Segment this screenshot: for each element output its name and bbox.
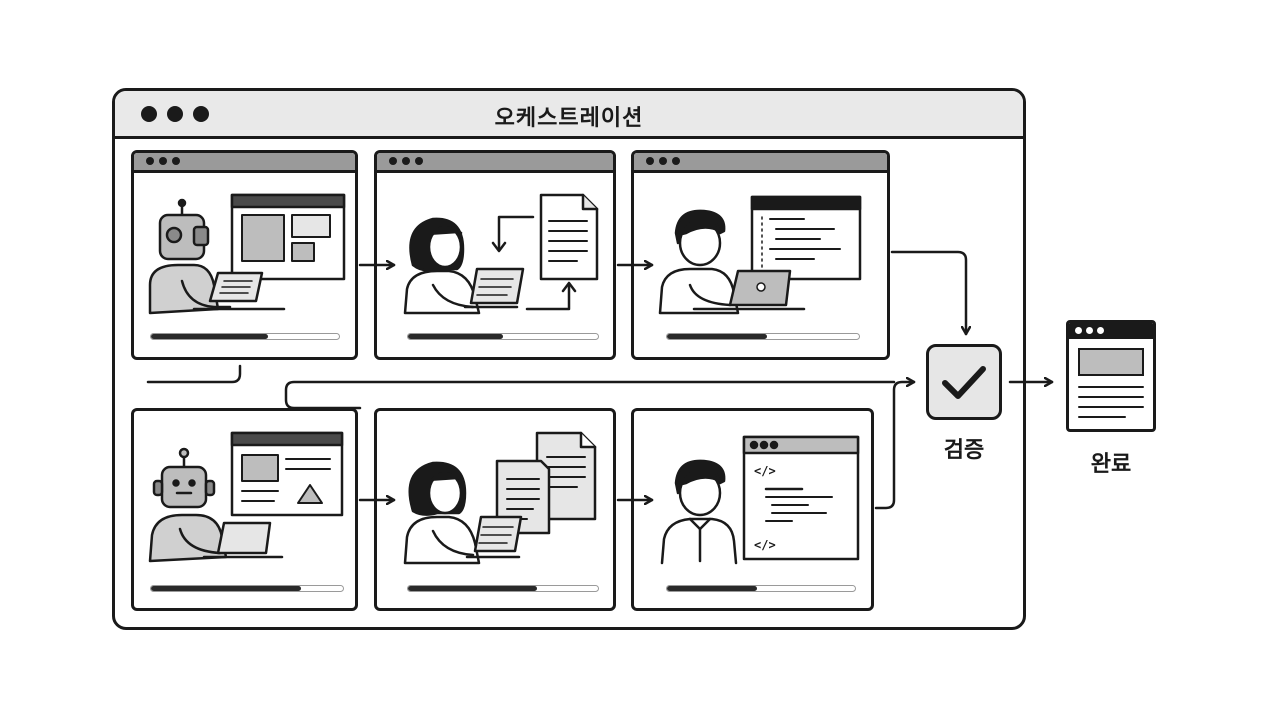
- reviewer-panel: [374, 150, 616, 360]
- task-progress-bar: [666, 585, 856, 592]
- document-titlebar: [1069, 323, 1153, 339]
- progress-fill: [667, 334, 767, 339]
- complete-document[interactable]: [1066, 320, 1156, 432]
- progress-fill: [408, 334, 503, 339]
- code-close-tag: </>: [754, 538, 776, 552]
- window-controls[interactable]: [141, 106, 209, 122]
- window-dot-icon[interactable]: [167, 106, 183, 122]
- panel-titlebar: [634, 153, 887, 173]
- developer-person-icon: </> </>: [660, 435, 860, 565]
- complete-label: 완료: [1090, 452, 1132, 477]
- window-dot-icon[interactable]: [193, 106, 209, 122]
- task-progress-bar: [407, 585, 599, 592]
- agent-panel: [131, 150, 358, 360]
- panel-titlebar: [134, 153, 355, 173]
- developer-person-icon: [658, 195, 862, 315]
- code-open-tag: </>: [754, 464, 776, 478]
- task-progress-bar: [150, 333, 340, 340]
- document-icon: [1078, 348, 1144, 418]
- reviewer-panel: [374, 408, 616, 611]
- task-progress-bar: [407, 333, 599, 340]
- verify-label: 검증: [943, 438, 985, 463]
- progress-fill: [667, 586, 758, 591]
- developer-panel: [631, 150, 890, 360]
- window-titlebar: 오케스트레이션: [115, 91, 1023, 139]
- window-dot-icon[interactable]: [141, 106, 157, 122]
- flow-arrow: [874, 382, 916, 510]
- task-progress-bar: [150, 585, 344, 592]
- progress-fill: [408, 586, 538, 591]
- check-mark-icon: [942, 366, 986, 399]
- panel-titlebar: [377, 153, 613, 173]
- progress-fill: [151, 334, 268, 339]
- robot-agent-icon: [148, 193, 346, 315]
- developer-panel: </> </>: [631, 408, 874, 611]
- task-progress-bar: [666, 333, 860, 340]
- flow-arrow: [890, 250, 966, 336]
- window-title: 오케스트레이션: [494, 106, 644, 131]
- robot-agent-icon: [148, 431, 344, 563]
- progress-fill: [151, 586, 301, 591]
- flow-connector: [146, 364, 242, 384]
- reviewer-person-icon: [403, 193, 599, 315]
- verify-step-button[interactable]: [926, 344, 1002, 420]
- flow-connector: [284, 380, 896, 410]
- agent-panel: [131, 408, 358, 611]
- reviewer-person-icon: [403, 431, 597, 565]
